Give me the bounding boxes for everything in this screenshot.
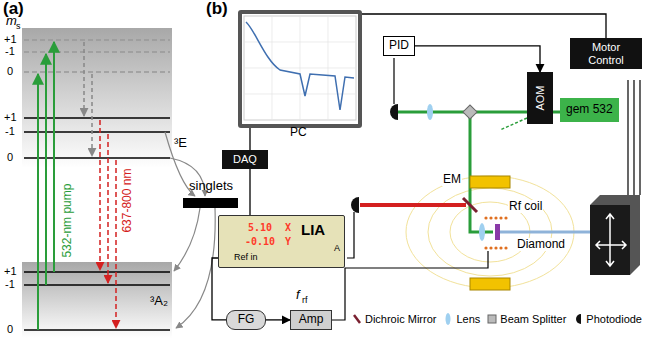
- text-label: Y: [285, 236, 291, 247]
- screen-grid: [244, 16, 356, 120]
- red-beam: [360, 203, 466, 207]
- daq-box: DAQ: [222, 150, 268, 169]
- legend-item: Dichroic Mirror: [352, 312, 437, 326]
- stage-side: [590, 195, 640, 275]
- text-label: (b): [206, 0, 228, 19]
- text-label: +1: [4, 265, 17, 277]
- node-label: gem 532: [566, 103, 613, 117]
- text-label: f: [296, 288, 300, 302]
- text-label: +1: [4, 111, 17, 123]
- electromagnet: [470, 176, 510, 188]
- isc-arrows: [165, 132, 215, 328]
- text-label: -1: [5, 45, 15, 57]
- singlet-level: singlets: [183, 198, 238, 208]
- lens: [427, 104, 433, 120]
- legend-symbol: [573, 312, 583, 326]
- text-label: 0: [7, 323, 13, 335]
- node-label: DAQ: [222, 153, 268, 166]
- text-label: 0: [7, 65, 13, 77]
- diamond: [495, 224, 500, 240]
- text-label: Diamond: [516, 238, 566, 251]
- legend-text: Beam Splitter: [500, 313, 566, 325]
- text-label: 637-800 nm: [121, 168, 134, 232]
- motor-box: Motor Control: [570, 38, 642, 69]
- photodiode: [390, 104, 398, 120]
- translation-stage: [590, 205, 630, 275]
- relax-arrows: [84, 42, 92, 156]
- text-label: -1: [5, 278, 15, 290]
- odmr-trace: [246, 22, 354, 110]
- ground-band: [22, 262, 172, 338]
- electromagnet: [470, 278, 510, 290]
- text-label: -1: [5, 125, 15, 137]
- node-label: PC: [290, 126, 307, 140]
- text-label: ³A₂: [150, 294, 168, 308]
- text-label: +1: [4, 33, 17, 45]
- text-label: EM: [442, 173, 462, 186]
- legend-text: Photodiode: [586, 313, 642, 325]
- signal-wire: [347, 212, 354, 258]
- text-label: -0.10: [245, 236, 275, 247]
- legend-item: Beam Splitter: [487, 312, 566, 326]
- photodiode: [351, 197, 359, 213]
- screen: [244, 16, 356, 120]
- legend-text: Dichroic Mirror: [365, 313, 437, 325]
- green-beam-down: [470, 112, 493, 232]
- node-label: AOM: [534, 85, 547, 110]
- computer-monitor: PC: [238, 10, 362, 128]
- legend-item: Lens: [443, 312, 480, 326]
- lens: [479, 223, 485, 241]
- pid-box: PID: [383, 36, 415, 56]
- text-label: Ref in: [234, 253, 258, 263]
- stage-arrows: [596, 214, 626, 266]
- holder-rod: [500, 231, 590, 234]
- legend-symbol: [487, 312, 497, 326]
- text-label: rf: [302, 296, 308, 306]
- node-label: FG: [227, 313, 265, 327]
- motor-wires: [628, 80, 640, 195]
- text-label: A: [334, 244, 340, 254]
- wire-connector: [362, 14, 606, 38]
- text-label: 532-nm pump: [61, 183, 74, 257]
- beam-splitter: [463, 105, 477, 119]
- wire-connector: [266, 319, 290, 320]
- text-label: Rf coil: [508, 200, 543, 213]
- text-label: X: [285, 222, 291, 233]
- pd-wire: [393, 58, 394, 104]
- rf-wire: [332, 251, 488, 320]
- generator-box: FG: [226, 310, 266, 330]
- excited-band: [22, 28, 172, 168]
- legend-text: Lens: [456, 313, 480, 325]
- node-label: Amp: [291, 313, 331, 327]
- dichroic-mirror: [463, 198, 477, 212]
- amplifier-box: Amp: [290, 310, 332, 330]
- fluorescence-arrows: [100, 120, 116, 328]
- text-label: m: [6, 14, 17, 28]
- text-label: 5.10: [248, 222, 272, 233]
- legend-symbol: [443, 312, 453, 326]
- text-label: 0: [7, 151, 13, 163]
- node-label: singlets: [189, 179, 233, 194]
- legend-item: Photodiode: [573, 312, 642, 326]
- text-label: s: [16, 22, 21, 32]
- node-label: PID: [389, 39, 409, 53]
- aom-box: AOM: [527, 72, 553, 124]
- wire-connector: [249, 169, 250, 215]
- rf-coil: [484, 216, 507, 249]
- laser-beam: [553, 111, 560, 114]
- legend-symbol: [352, 312, 362, 326]
- node-label: Motor Control: [573, 41, 639, 66]
- text-label: ³E: [174, 136, 187, 150]
- pump-arrows: [38, 42, 54, 330]
- node-label: LIA: [301, 221, 325, 238]
- diffracted-beam: [500, 118, 527, 130]
- legend: Dichroic Mirror Lens Beam Splitter Photodio…: [345, 312, 642, 326]
- laser-box: gem 532: [560, 98, 619, 122]
- wire-connector: [415, 46, 540, 72]
- wire-connector: [249, 128, 250, 150]
